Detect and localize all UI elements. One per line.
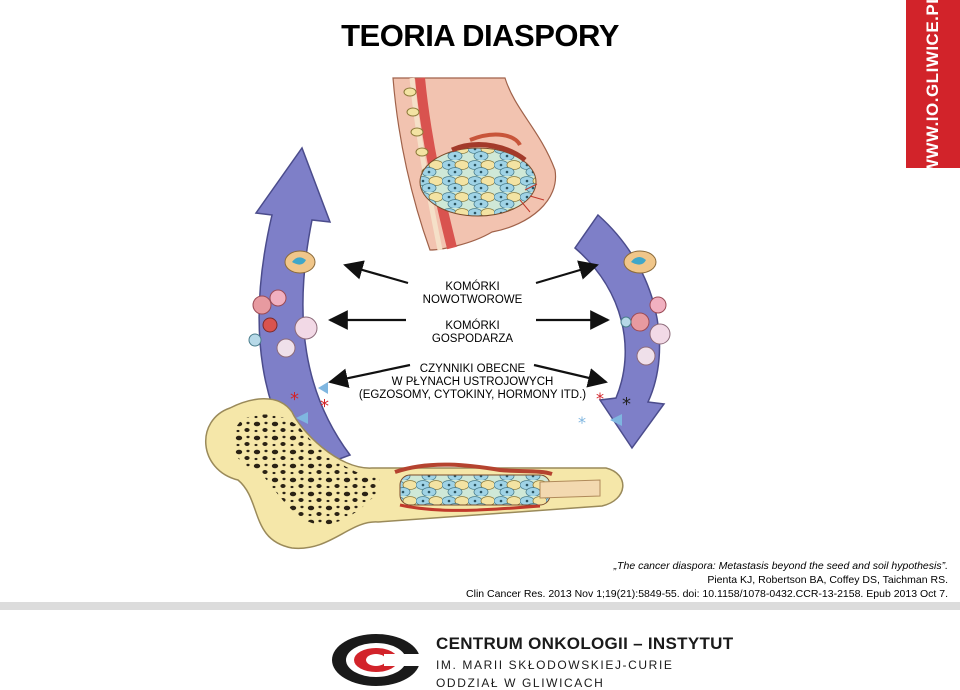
logo-line-2: IM. MARII SKŁODOWSKIEJ-CURIE xyxy=(436,658,674,672)
citation-title: „The cancer diaspora: Metastasis beyond … xyxy=(613,560,948,572)
institute-logo-icon xyxy=(332,634,422,686)
citation: „The cancer diaspora: Metastasis beyond … xyxy=(466,559,948,601)
svg-text:*: * xyxy=(320,396,329,417)
label-body-fluid-factors: CZYNNIKI OBECNE W PŁYNACH USTROJOWYCH (E… xyxy=(358,363,587,401)
circulating-cells-left xyxy=(248,250,318,358)
bone-illustration-icon xyxy=(205,398,624,550)
citation-authors: Pienta KJ, Robertson BA, Coffey DS, Taic… xyxy=(707,574,948,586)
arrow-tumor-left xyxy=(343,260,409,285)
footer-divider xyxy=(0,602,960,610)
double-headed-arrows xyxy=(328,260,610,388)
breast-tissue-illustration-icon xyxy=(392,77,557,251)
circulating-cells-right xyxy=(620,250,671,366)
page-title: TEORIA DIASPORY xyxy=(341,18,619,53)
svg-text:*: * xyxy=(622,394,631,415)
label-tumor-cells: KOMÓRKI NOWOTWOROWE xyxy=(422,281,523,306)
arrow-factors-left xyxy=(328,363,411,388)
citation-reference: Clin Cancer Res. 2013 Nov 1;19(21):5849-… xyxy=(466,588,948,600)
logo-line-1: CENTRUM ONKOLOGII – INSTYTUT xyxy=(436,634,734,653)
svg-text:*: * xyxy=(596,389,604,408)
website-banner[interactable]: WWW.IO.GLIWICE.PL xyxy=(906,0,960,175)
factor-symbols: * * * * * xyxy=(290,382,631,432)
svg-text:*: * xyxy=(290,389,299,410)
institute-logo-text[interactable]: CENTRUM ONKOLOGII – INSTYTUT IM. MARII S… xyxy=(436,634,733,690)
arrow-tumor-right xyxy=(535,260,599,285)
label-host-cells: KOMÓRKI GOSPODARZA xyxy=(431,320,514,345)
arrow-factors-right xyxy=(533,363,608,388)
logo-line-3: ODDZIAŁ W GLIWICACH xyxy=(436,676,605,690)
svg-text:*: * xyxy=(578,413,586,432)
